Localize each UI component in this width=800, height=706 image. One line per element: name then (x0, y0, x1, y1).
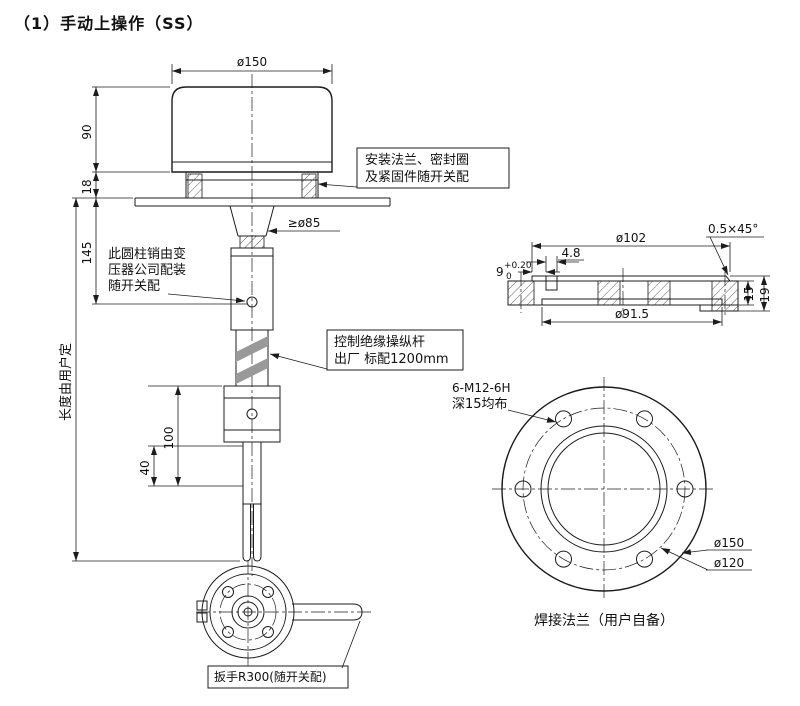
flange-bolt-holes (514, 410, 694, 568)
rod-note-leader (269, 353, 328, 370)
section-hatch-midleft (597, 280, 621, 306)
section-centerlines (520, 268, 726, 318)
handle-ring-circle (209, 573, 287, 651)
coupling-pin-hole (246, 408, 258, 420)
dim-19-text: 19 (758, 287, 772, 302)
rod-note-box (326, 329, 464, 371)
chamfer-text: 0.5×45° (708, 222, 758, 236)
flange-section-view: ø102 4.8 9 +0.20 0 0.5×45° ø91.5 15 19 (496, 222, 772, 326)
pin-hole (246, 296, 258, 308)
handle-tab-upper (196, 600, 208, 611)
section-recess (541, 298, 723, 305)
holes-note-line2: 深15均布 (452, 397, 508, 412)
dim-d150-text: ø150 (237, 55, 267, 69)
page-title: （1）手动上操作（SS） (14, 14, 204, 33)
dim-15-text: 15 (742, 286, 756, 301)
pin-note-leader (167, 293, 246, 304)
dim-9-tol-lower: 0 (506, 272, 512, 282)
main-elevation-view: ø150 90 18 145 100 40 长度由用户定 ≥ø85 此圆柱销由变… (58, 55, 510, 576)
flange-d150-text: ø150 (714, 536, 744, 550)
handle-bolt-circle (219, 583, 277, 641)
rod-note-line2: 出厂 标配1200mm (334, 352, 449, 367)
flange-centerlines (492, 377, 716, 601)
flange-d120-leader (661, 548, 752, 571)
dim-9-tol-upper: +0.20 (504, 261, 532, 271)
clamp-left (187, 173, 203, 199)
extension-lines (72, 64, 333, 562)
dim-48-text: 4.8 (561, 246, 580, 260)
handle-center-hole (243, 607, 253, 617)
dim-100-text: 100 (162, 427, 176, 450)
handle-label-leader (341, 620, 361, 669)
flange-caption: 焊接法兰（用户自备） (534, 612, 674, 629)
flange-d120-text: ø120 (714, 556, 744, 570)
dim-9-text: 9 (496, 265, 504, 279)
mounting-plate (134, 197, 391, 207)
flange-note-box (356, 147, 510, 189)
pin-note-line1: 此圆柱销由变 (108, 246, 186, 262)
dim-18-text: 18 (80, 179, 94, 194)
rod-band-1 (236, 336, 268, 362)
handle-label-box (207, 665, 349, 689)
lower-shaft (242, 441, 262, 505)
holes-note-leader (507, 409, 557, 423)
section-groove (545, 276, 558, 291)
clamp-right (301, 173, 317, 199)
flange-d150-leader (682, 550, 752, 553)
dim-90-text: 90 (80, 124, 94, 139)
handle-tab-lower (196, 612, 208, 623)
handle-hub-inner-circle (237, 601, 259, 623)
holes-note-line1: 6-M12-6H (452, 381, 511, 395)
handle-hub-circle (231, 595, 265, 629)
chamfer-leader (709, 236, 729, 276)
fork-prong-right (253, 503, 262, 562)
section-hatch-midright (647, 280, 671, 306)
handle-centerlines (196, 560, 374, 666)
housing-dome (171, 86, 333, 173)
fork-prong-left (242, 503, 251, 562)
pin-note-line3: 随开关配 (108, 279, 160, 294)
pin-note-line2: 压器公司配装 (108, 263, 186, 278)
neck-block (239, 235, 265, 249)
dim-d915-text: ø91.5 (615, 307, 649, 321)
rod-note-line1: 控制绝缘操纵杆 (334, 334, 425, 350)
rod-band-2 (236, 358, 268, 384)
flange-note-line2: 及紧固件随开关配 (365, 170, 469, 185)
dim-40-text: 40 (138, 460, 152, 475)
min-d85-text: ≥ø85 (288, 216, 321, 230)
handle-top-view: 扳手R300(随开关配) (196, 560, 374, 689)
dim-d102-text: ø102 (616, 231, 646, 245)
flange-note-leader (317, 181, 358, 188)
section-boss (531, 275, 731, 282)
handle-arm (292, 603, 363, 621)
handle-screw-holes (222, 586, 274, 638)
weld-flange-face-view: 6-M12-6H 深15均布 ø150 ø120 焊接法兰（用户自备） (452, 377, 752, 629)
flange-note-line1: 安装法兰、密封圈 (365, 152, 469, 168)
handle-outer-circle (201, 565, 295, 659)
dim-145-text: 145 (80, 242, 94, 265)
handle-label-text: 扳手R300(随开关配) (214, 669, 327, 684)
user-length-note: 长度由用户定 (58, 343, 74, 421)
